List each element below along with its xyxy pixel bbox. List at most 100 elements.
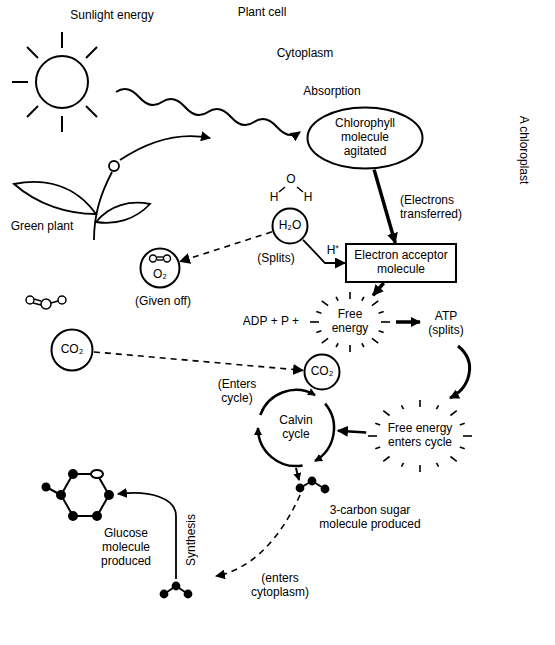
atom — [69, 470, 77, 478]
atom — [150, 255, 157, 262]
energy-ray — [436, 405, 438, 409]
energy-arrow — [396, 320, 420, 324]
energy-ray — [379, 331, 384, 333]
glucose-molecule — [43, 470, 114, 520]
energy-ray — [383, 457, 389, 462]
energy-ray — [362, 343, 364, 347]
membrane-gap — [24, 30, 543, 630]
sun-ray — [86, 47, 97, 58]
atom — [69, 512, 77, 520]
energy-ray — [375, 423, 380, 425]
sun-ray — [27, 106, 38, 117]
energy-ray — [463, 435, 472, 437]
light-wave — [116, 89, 300, 135]
annotation: (Enters cycle) — [213, 378, 261, 406]
energy-ray — [379, 312, 384, 314]
atom — [26, 296, 34, 304]
energy-ray — [372, 338, 378, 343]
node-text: H₂O — [279, 219, 302, 233]
node-text: CO₂ — [61, 343, 84, 357]
atom — [173, 583, 180, 590]
energy-ray — [375, 447, 380, 449]
node-text: Free energy enters cycle — [382, 422, 458, 450]
product-arrow — [296, 468, 299, 480]
annotation: ATP (splits) — [422, 310, 470, 338]
cycle-arc — [315, 404, 334, 461]
annotation: (enters cytoplasm) — [248, 572, 312, 600]
node-text: Chlorophyll molecule agitated — [323, 117, 407, 158]
molecule-circle: O₂ — [139, 247, 181, 289]
annotation: Absorption — [303, 85, 360, 99]
organelle-label: A chloroplast — [517, 116, 531, 185]
sun-ray — [12, 81, 28, 83]
atom — [43, 484, 50, 491]
sugar-molecule — [161, 583, 192, 598]
bond — [34, 299, 41, 301]
atom — [58, 296, 66, 304]
energy-ray — [381, 321, 390, 323]
process-arrow — [303, 240, 345, 263]
membrane — [204, 72, 510, 548]
annotation: H — [270, 191, 279, 205]
energy-ray — [322, 338, 328, 343]
energy-ray — [419, 400, 421, 407]
outline — [308, 108, 423, 169]
energy-ray — [450, 457, 456, 462]
energy-ray — [401, 405, 403, 409]
annotation: 3-carbon sugar molecule produced — [314, 504, 426, 532]
sun-ray — [61, 32, 63, 48]
energy-ray — [460, 423, 465, 425]
acceptor-box: Electron acceptor molecule — [345, 243, 457, 283]
pigment-ellipse: Chlorophyll molecule agitated — [306, 106, 424, 170]
bond — [297, 187, 303, 192]
process-arrow — [338, 431, 366, 433]
molecule-circle: CO₂ — [303, 353, 341, 391]
energy-ray — [372, 301, 378, 306]
node-text: O₂ — [153, 268, 167, 282]
energy-ray — [336, 343, 338, 347]
annotation: Green plant — [11, 220, 74, 234]
energy-ray — [316, 312, 321, 314]
energy-ray — [310, 321, 319, 323]
sun-disc — [36, 56, 88, 108]
energy-ray — [368, 435, 377, 437]
node-text: Electron acceptor molecule — [349, 249, 453, 277]
region-label: Plant cell — [238, 5, 287, 19]
energy-ray — [460, 447, 465, 449]
sun — [12, 32, 97, 132]
atom — [91, 470, 103, 478]
edge-label: H⁺ — [327, 244, 340, 258]
molecule-sketch — [26, 296, 66, 309]
water-bonds — [279, 187, 303, 192]
membrane-gap — [204, 72, 510, 548]
annotation: O — [286, 173, 295, 187]
energy-ray — [316, 331, 321, 333]
annotation: Synthesis — [185, 514, 199, 566]
glucose-ring — [61, 474, 109, 516]
atom — [297, 485, 304, 492]
node-text: Free energy — [329, 308, 371, 336]
plant-leaf — [96, 203, 150, 223]
process-arrow — [94, 352, 303, 370]
energy-ray — [383, 411, 389, 416]
molecule-circle: CO₂ — [50, 328, 94, 372]
energy-ray — [322, 301, 328, 306]
atom — [185, 591, 192, 598]
annotation: H — [304, 191, 313, 205]
node-text: CO₂ — [311, 365, 334, 379]
annotation: ADP + P + — [243, 315, 299, 329]
energy-burst: Free energy — [308, 290, 392, 354]
energy-arrow — [450, 346, 470, 398]
chloroplast: Chlorophyll molecule agitatedH₂O Electron… — [185, 65, 515, 555]
energy-burst: Free energy enters cycle — [366, 398, 474, 474]
bond — [33, 303, 41, 305]
plant-stem — [94, 172, 112, 240]
sugar-molecule — [297, 478, 329, 493]
energy-ray — [349, 345, 351, 352]
energy-ray — [362, 297, 364, 301]
atom — [105, 491, 113, 499]
outline — [346, 244, 456, 282]
plant-leaf — [14, 182, 96, 214]
cycle-ring: Calvin cycle — [254, 386, 338, 470]
plant-pointer — [120, 136, 210, 160]
